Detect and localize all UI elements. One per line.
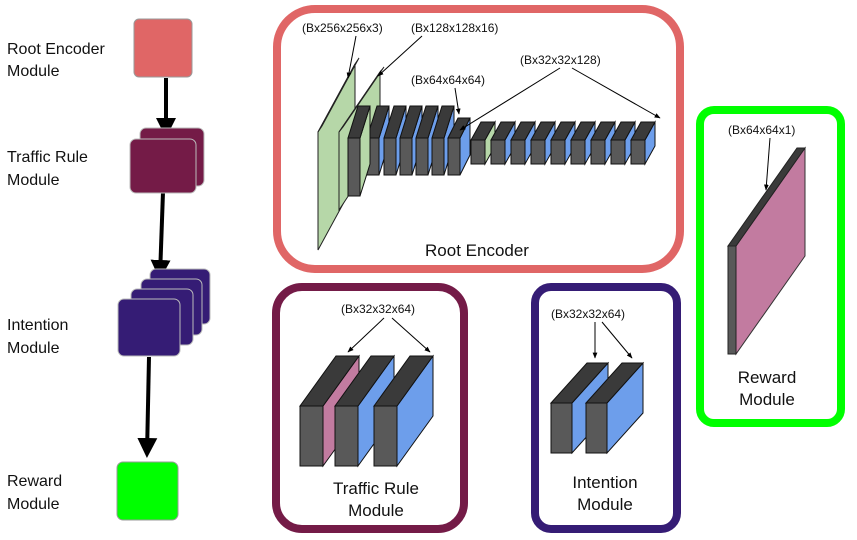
layer-front-enc-1 [383,137,397,176]
layer-front-traffic-1 [334,405,359,467]
layer-front-enc-5 [347,137,361,197]
layer-front-enc-14 [610,139,626,165]
reward-module-label-line1: Reward [7,473,62,490]
input-layer-2-edge [338,66,385,133]
intention-title-line1: Intention [572,473,637,492]
layer-front-enc-3 [415,137,429,176]
traffic-rule-dim-label: (Bx32x32x64) [341,302,415,316]
root-encoder-module-label-line2: Module [7,63,60,80]
reward-box: (Bx64x64x1) Reward Module [696,106,845,427]
root-encoder-frame [273,5,684,273]
pipeline-arrow-2 [150,191,171,280]
pointer-128 [377,35,423,77]
encoder-layers [347,105,656,197]
layer-front-enc-4 [431,137,445,176]
traffic-rule-title-line2: Module [348,501,404,520]
dim-label-128: (Bx128x128x16) [411,21,498,35]
traffic-rule-module-label-line1: Traffic Rule [7,149,88,166]
layer-front-enc-2 [399,137,413,176]
traffic-rule-frame [272,283,468,533]
traffic-rule-title-line1: Traffic Rule [333,479,419,498]
layer-front-enc-8 [490,139,506,165]
layer-front-enc-9 [510,139,526,165]
reward-pointer [764,137,771,191]
root-encoder-module-label-line1: Root Encoder [7,41,106,58]
dim-label-64: (Bx64x64x64) [411,73,485,87]
intention-layers [549,361,645,455]
reward-title-line2: Module [739,390,795,409]
intention-pointer-right [601,321,633,359]
traffic-rule-block-front [129,138,197,194]
reward-dim-label: (Bx64x64x1) [728,123,795,137]
intention-module-label-line2: Module [7,340,60,357]
root-encoder-block [133,18,193,78]
intention-frame [531,283,681,533]
layer-front-enc-13 [590,139,606,165]
dim-label-256: (Bx256x256x3) [302,21,383,35]
traffic-rule-box: (Bx32x32x64) Traffic Rule Module [272,283,468,533]
intention-box: (Bx32x32x64) Intention Module [531,283,681,533]
layer-front-intention-0 [550,402,573,454]
layer-front-traffic-0 [299,405,324,467]
root-encoder-title: Root Encoder [425,241,529,260]
layer-front-enc-12 [570,139,586,165]
traffic-rule-layers [299,354,434,468]
pipeline-arrow-3 [137,356,158,458]
layer-front-enc-11 [550,139,566,165]
intention-title-line2: Module [577,495,633,514]
traffic-rule-module-label-line2: Module [7,172,60,189]
pointer-256 [346,35,357,79]
root-encoder-box: (Bx256x256x3) (Bx128x128x16) (Bx64x64x64… [273,5,684,273]
reward-frame [696,106,845,427]
pointer-64 [454,87,461,115]
pipeline: Root Encoder Module Traffic Rule Module … [7,18,211,521]
reward-title-line1: Reward [738,368,797,387]
reward-layer-front [727,245,737,355]
traffic-pointer-right [391,317,431,353]
reward-block [116,461,179,521]
pointer-32-right [571,67,661,119]
layer-front-traffic-2 [373,405,398,467]
layer-front-enc-10 [530,139,546,165]
layer-front-enc-6 [447,137,461,176]
layer-front-enc-15 [630,139,646,165]
layer-front-intention-1 [585,402,608,454]
intention-dim-label: (Bx32x32x64) [551,307,625,321]
traffic-pointer-left [347,317,385,353]
intention-module-label-line1: Intention [7,317,68,334]
reward-layer-face [735,146,806,356]
dim-label-32: (Bx32x32x128) [520,53,601,67]
reward-module-label-line2: Module [7,496,60,513]
intention-block-1 [117,298,181,357]
pointer-32-left [459,67,561,131]
layer-front-enc-7 [470,139,486,165]
